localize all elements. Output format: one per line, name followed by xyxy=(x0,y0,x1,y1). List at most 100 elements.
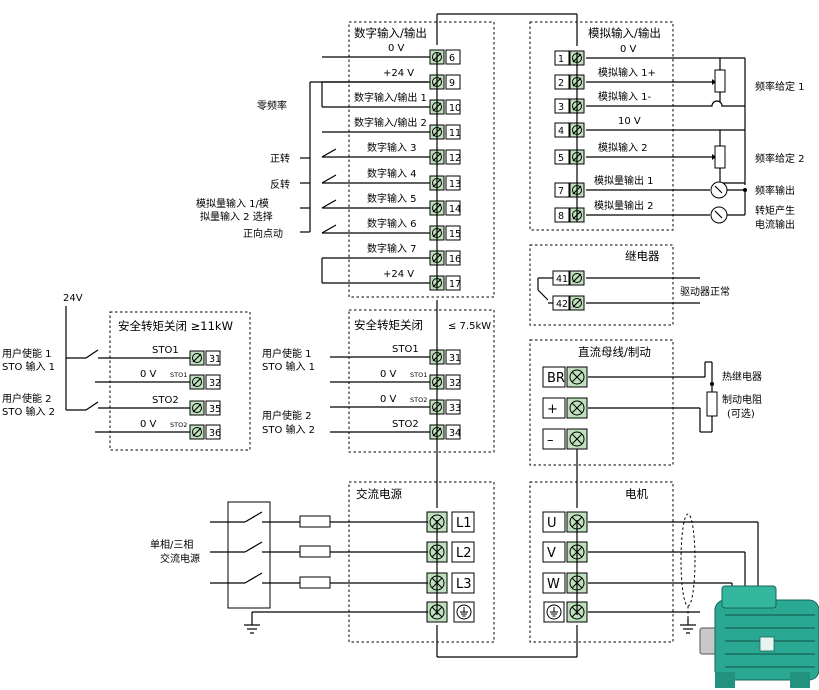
digital-terminal-label-9: +24 V xyxy=(383,68,414,79)
analog-terminal-num-1: 1 xyxy=(554,50,570,66)
analog-terminal-num-3: 3 xyxy=(554,98,570,114)
digital-terminal-num-10: 10 xyxy=(445,99,461,115)
digital-io-title: 数字输入/输出 xyxy=(354,26,427,40)
sto-large-enable-2: 用户使能 2 xyxy=(2,392,52,405)
sto-small-enable-1: 用户使能 1 xyxy=(262,347,312,360)
digital-terminal-num-17-text: 17 xyxy=(449,279,461,290)
motor-illustration xyxy=(699,585,819,688)
jog-forward-label: 正向点动 xyxy=(243,227,283,240)
digital-terminal-num-9-text: 9 xyxy=(449,78,455,89)
ac-terminal-label-2: L3 xyxy=(451,572,475,594)
digital-terminal-num-12: 12 xyxy=(445,149,461,165)
motor-terminal-label-0: U xyxy=(542,511,566,533)
analog-select-label-1: 模拟量输入 1/模 xyxy=(196,197,269,210)
sto-small-input-1: STO 输入 1 xyxy=(262,360,315,373)
ac-earth-icon xyxy=(453,601,475,623)
central-bus-lines xyxy=(436,13,578,658)
sto-large-label-36: 0 V xyxy=(140,419,157,430)
forward-label: 正转 xyxy=(270,152,290,165)
motor-title: 电机 xyxy=(625,487,648,501)
sto-small-rating: ≤ 7.5kW xyxy=(448,321,491,332)
analog-terminal-num-7-text: 7 xyxy=(558,186,564,197)
analog-external-wiring: 频率给定 1 频率给定 2 频率输出 转矩产生 电流输出 xyxy=(586,57,805,231)
sto-large-sub-36: STO2 xyxy=(170,421,187,429)
freq-ref-2-label: 频率给定 2 xyxy=(755,152,805,165)
sto-small-enable-2: 用户使能 2 xyxy=(262,409,312,422)
dc-terminal-label-1: + xyxy=(542,397,566,419)
motor-terminal-label-0-text: U xyxy=(547,516,557,531)
digital-terminal-label-10: 数字输入/输出 1 xyxy=(354,91,427,104)
sto-large-terminal-num-31: 31 xyxy=(205,350,221,366)
sto-large-terminal-32 xyxy=(189,374,205,390)
digital-terminal-num-16: 16 xyxy=(445,250,461,266)
dc-terminal-label-2-text: – xyxy=(547,433,554,448)
motor-terminal-label-2: W xyxy=(542,572,566,594)
motor-terminal-label-1: V xyxy=(542,541,566,563)
ac-supply-label-2: 交流电源 xyxy=(160,552,200,565)
dc-bus-title: 直流母线/制动 xyxy=(578,345,651,359)
analog-terminal-num-2-text: 2 xyxy=(558,78,564,89)
motor-earth-icon xyxy=(543,601,565,623)
analog-terminal-label-2: 模拟输入 1+ xyxy=(598,66,656,79)
motor-block: 电机 UVW xyxy=(529,481,759,643)
torque-output-label-2: 电流输出 xyxy=(755,218,795,231)
digital-terminal-label-13: 数字输入 4 xyxy=(367,167,417,180)
analog-terminal-num-5-text: 5 xyxy=(558,153,564,164)
sto-small-terminal-num-34-text: 34 xyxy=(449,428,461,439)
analog-io-title: 模拟输入/输出 xyxy=(588,26,661,40)
digital-terminal-num-16-text: 16 xyxy=(449,254,461,265)
digital-terminal-label-11: 数字输入/输出 2 xyxy=(354,116,427,129)
sto-large-terminal-num-31-text: 31 xyxy=(209,354,221,365)
ac-supply-label-1: 单相/三相 xyxy=(150,538,193,551)
dc-terminal-label-0-text: BR xyxy=(547,371,565,386)
dc-terminal-2 xyxy=(566,428,588,450)
sto-small-terminal-num-34: 34 xyxy=(445,424,461,440)
analog-terminal-label-5: 模拟输入 2 xyxy=(598,141,648,154)
brake-resistor-label: 制动电阻 xyxy=(722,393,762,406)
sto-small-label-34: STO2 xyxy=(392,419,419,430)
dc-terminal-label-0: BR xyxy=(542,366,566,388)
analog-terminal-num-4-text: 4 xyxy=(558,126,564,137)
relay-terminal-42 xyxy=(569,295,585,311)
sto-large-input-2: STO 输入 2 xyxy=(2,405,55,418)
digital-terminal-num-12-text: 12 xyxy=(449,153,461,164)
digital-terminal-label-15: 数字输入 6 xyxy=(367,217,417,230)
digital-terminal-num-17: 17 xyxy=(445,275,461,291)
reverse-label: 反转 xyxy=(270,178,290,191)
sto-large-terminal-31 xyxy=(189,350,205,366)
sto-small-label-33: 0 V xyxy=(380,394,397,405)
digital-terminal-num-9: 9 xyxy=(445,74,461,90)
sto-small-sub-33: STO2 xyxy=(410,396,427,404)
analog-terminal-num-7: 7 xyxy=(554,182,570,198)
sto-large-label-32: 0 V xyxy=(140,369,157,380)
sto-large-terminal-num-32: 32 xyxy=(205,374,221,390)
sto-large-terminal-num-32-text: 32 xyxy=(209,378,221,389)
sto-small-terminal-num-32-text: 32 xyxy=(449,378,461,389)
dc-terminal-label-2: – xyxy=(542,428,566,450)
relay-title: 继电器 xyxy=(625,249,660,263)
sto-large-terminal-35 xyxy=(189,400,205,416)
sto-small-label-31: STO1 xyxy=(392,344,419,355)
analog-terminal-label-3: 模拟输入 1- xyxy=(598,90,652,103)
sto-small-terminal-num-32: 32 xyxy=(445,374,461,390)
freq-output-label: 频率输出 xyxy=(755,184,795,197)
digital-terminal-label-6: 0 V xyxy=(388,43,405,54)
optional-label: (可选) xyxy=(727,407,755,420)
sto-small-sub-32: STO1 xyxy=(410,371,427,379)
freq-ref-1-label: 频率给定 1 xyxy=(755,80,805,93)
analog-terminal-label-7: 模拟量输出 1 xyxy=(594,174,654,187)
sto-small-terminal-num-31-text: 31 xyxy=(449,353,461,364)
dc-terminal-1 xyxy=(566,397,588,419)
analog-terminal-num-8: 8 xyxy=(554,207,570,223)
ac-supply-title: 交流电源 xyxy=(356,487,402,501)
digital-terminal-num-11: 11 xyxy=(445,124,461,140)
torque-output-label-1: 转矩产生 xyxy=(755,204,795,217)
sto-large-label-31: STO1 xyxy=(152,345,179,356)
analog-terminal-num-4: 4 xyxy=(554,122,570,138)
digital-terminal-num-6: 6 xyxy=(445,49,461,65)
analog-select-label-2: 拟量输入 2 选择 xyxy=(200,210,273,223)
